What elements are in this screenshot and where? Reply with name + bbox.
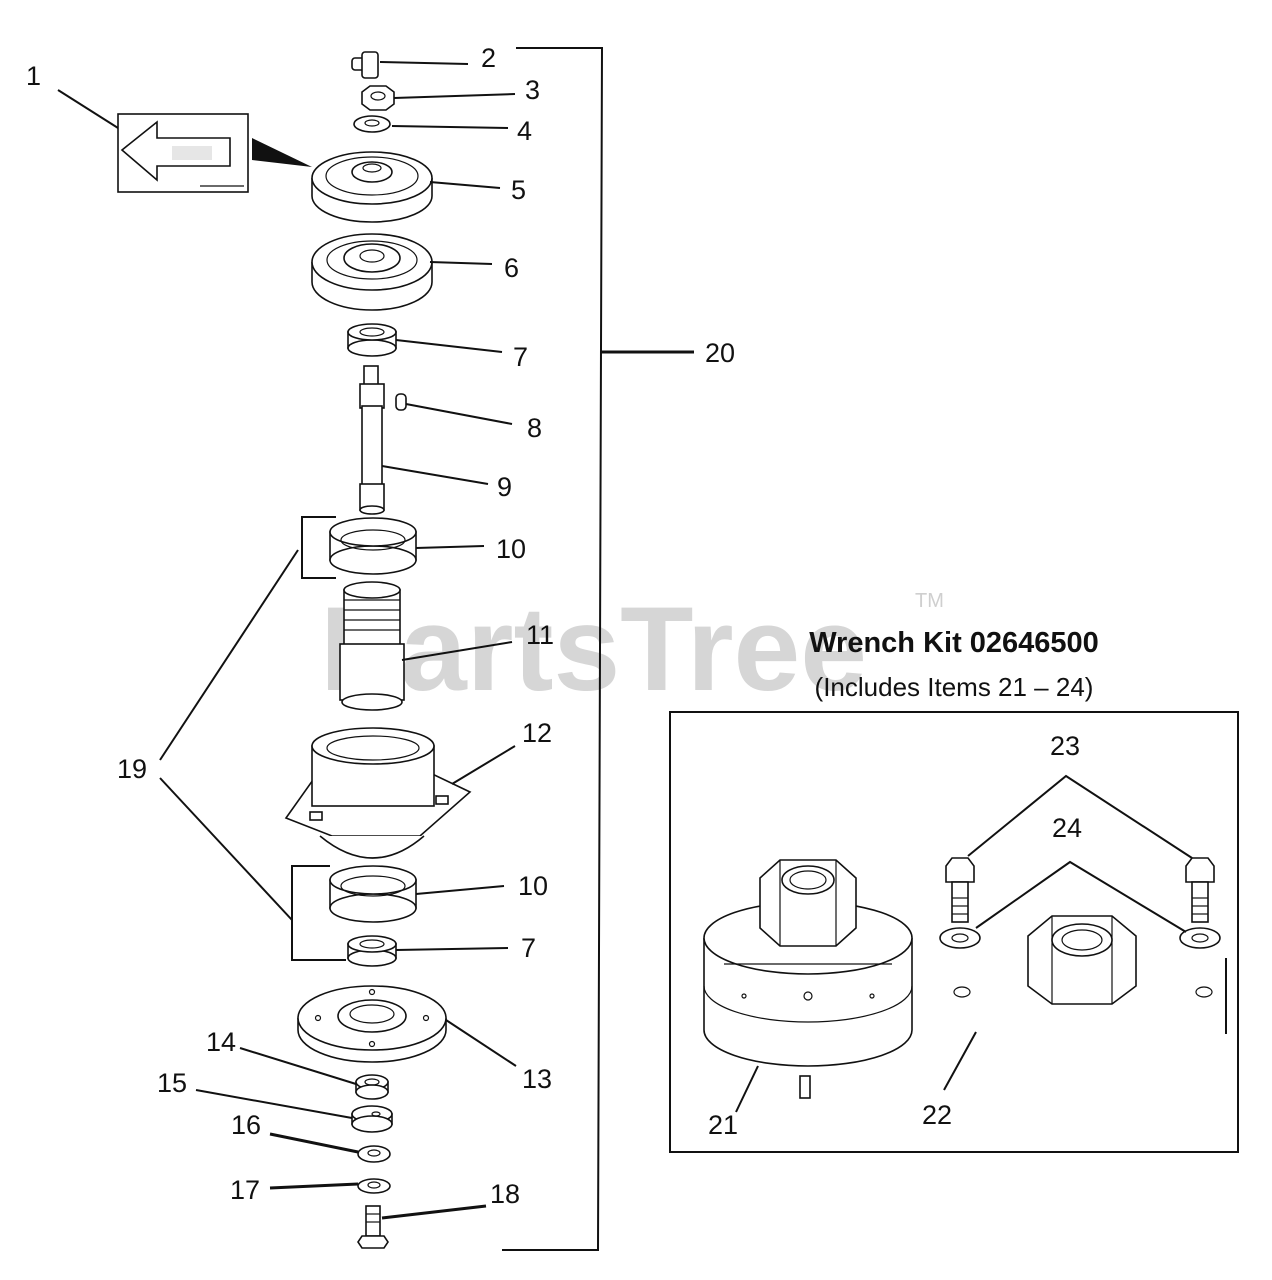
callout-19: 19 [117,754,147,784]
callout-6: 6 [504,253,519,283]
part-11-spacer [339,581,513,711]
part-9-shaft [359,365,489,515]
wrench-kit-subtitle: (Includes Items 21 – 24) [815,672,1094,702]
part-10-bearing-top [301,516,485,579]
part-15-washer [195,1089,393,1133]
callout-10-top: 10 [496,534,526,564]
callout-17: 17 [230,1175,260,1205]
part-5-pulley [311,151,501,223]
callout-15: 15 [157,1068,187,1098]
part-1-decal [57,89,312,193]
part-20-bracket [502,47,694,1251]
part-21-wrench [703,859,913,1113]
part-22-nut [943,915,1227,1091]
part-24-washers [939,860,1221,949]
part-7-bearing-top [347,323,503,357]
part-14-spacer [239,1047,389,1100]
part-16-washer [269,1132,391,1163]
watermark-trademark: TM [915,590,944,612]
part-6-pulley [311,233,493,311]
part-23-bolts [945,774,1215,923]
callout-16: 16 [231,1110,261,1140]
part-18-bolt [357,1204,487,1249]
callout-7-bottom: 7 [521,933,536,963]
part-4-washer [353,115,509,133]
callout-20: 20 [705,338,735,368]
callout-13: 13 [522,1064,552,1094]
callout-12: 12 [522,718,552,748]
part-10-bearing-bottom [329,865,505,923]
part-19-leader [159,549,299,921]
wrench-kit-box: 21 22 23 24 [669,711,1239,1153]
part-3-nut [361,85,516,111]
callout-21: 21 [708,1110,738,1140]
callout-24: 24 [1052,813,1082,843]
callout-5: 5 [511,175,526,205]
part-13-cap [297,985,517,1067]
part-8-key [395,393,513,425]
callout-23: 23 [1050,731,1080,761]
callout-14: 14 [206,1027,236,1057]
wrench-kit-title: Wrench Kit 02646500 [809,627,1099,659]
part-17-washer [269,1178,391,1194]
callout-18: 18 [490,1179,520,1209]
callout-11: 11 [526,620,554,650]
part-12-housing [284,727,516,859]
callout-10-bottom: 10 [518,871,548,901]
callout-labels: 1 2 3 4 5 6 7 8 9 10 11 12 10 7 13 14 15… [26,43,735,1209]
callout-22: 22 [922,1100,952,1130]
callout-8: 8 [527,413,542,443]
callout-3: 3 [525,75,540,105]
wrench-kit-heading: Wrench Kit 02646500 (Includes Items 21 –… [809,627,1099,702]
watermark: PartsTree TM [320,582,944,716]
watermark-text: PartsTree [320,582,867,716]
callout-9: 9 [497,472,512,502]
part-2-grease-fitting [351,51,469,79]
callout-1: 1 [26,61,41,91]
callout-4: 4 [517,116,532,146]
callout-2: 2 [481,43,496,73]
callout-7-top: 7 [513,342,528,372]
part-7-bearing-bottom [291,865,509,967]
